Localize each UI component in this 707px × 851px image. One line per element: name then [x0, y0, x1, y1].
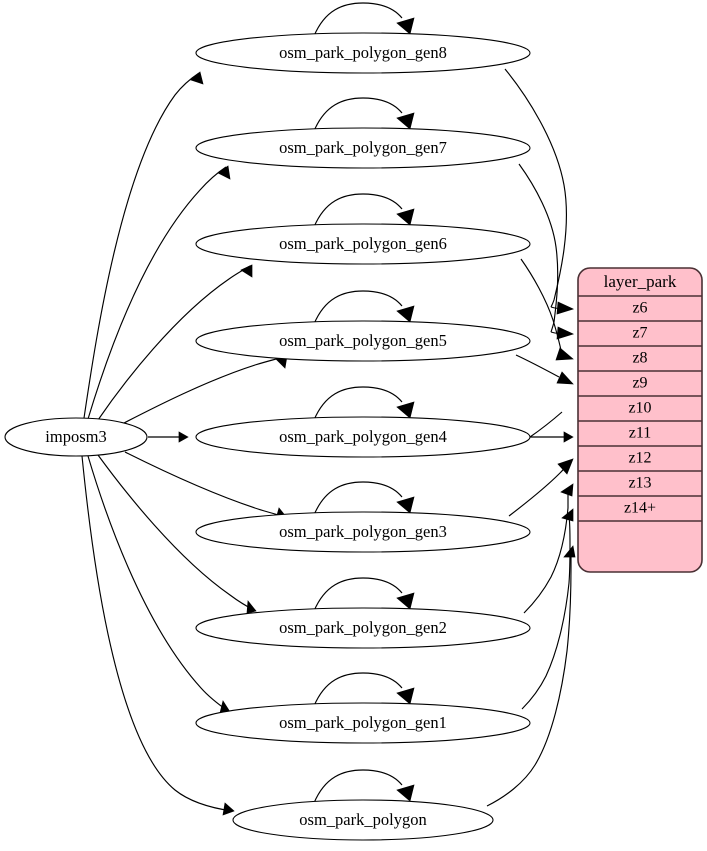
layer-park-row-z10[interactable]: z10	[628, 400, 651, 417]
edge-imposm3-to-osm_park_polygon	[81, 455, 235, 816]
layer-park-row-z14plus[interactable]: z14+	[624, 500, 656, 517]
layer-park-row-z13[interactable]: z13	[628, 475, 651, 492]
edge-imposm3-to-gen8	[83, 71, 204, 419]
node-osm_park_polygon_gen2[interactable]: osm_park_polygon_gen2	[195, 607, 531, 649]
edges-to-layer-park	[486, 68, 576, 807]
edge-gen3-to-z11	[508, 458, 574, 517]
node-osm_park_polygon_gen6-label: osm_park_polygon_gen6	[279, 234, 447, 253]
self-loop-gen4	[313, 386, 415, 421]
layer-park-row-z11[interactable]: z11	[629, 425, 652, 442]
node-osm_park_polygon_gen2-label: osm_park_polygon_gen2	[279, 618, 447, 637]
edge-gen8-to-z6	[504, 68, 574, 315]
node-osm_park_polygon_gen6[interactable]: osm_park_polygon_gen6	[195, 223, 531, 265]
edge-imposm3-to-gen4	[148, 431, 189, 443]
edge-gen2-to-z12	[523, 483, 574, 614]
layer-park-table[interactable]: layer_park z6 z7 z8 z9 z10 z11 z12 z13 z…	[577, 267, 703, 573]
edge-imposm3-to-gen3	[124, 451, 288, 520]
self-loops	[313, 2, 415, 804]
self-loop-osm_park_polygon	[313, 769, 415, 804]
self-loop-gen2	[313, 577, 415, 612]
node-osm_park_polygon_gen1-label: osm_park_polygon_gen1	[279, 713, 447, 732]
self-loop-gen7	[313, 97, 415, 132]
layer-park-row-z12[interactable]: z12	[628, 450, 651, 467]
node-osm_park_polygon_gen1[interactable]: osm_park_polygon_gen1	[195, 702, 531, 744]
node-osm_park_polygon_gen5[interactable]: osm_park_polygon_gen5	[195, 320, 531, 362]
node-osm_park_polygon_gen4-label: osm_park_polygon_gen4	[279, 427, 447, 446]
node-osm_park_polygon_gen4[interactable]: osm_park_polygon_gen4	[195, 416, 531, 458]
edge-gen4-to-z10	[529, 411, 574, 443]
edge-gen7-to-z7	[518, 163, 574, 340]
edge-gen5-to-z9	[515, 354, 574, 385]
node-osm_park_polygon-label: osm_park_polygon	[299, 810, 426, 829]
edge-osm_park_polygon-to-z14plus	[486, 545, 576, 807]
node-imposm3-label: imposm3	[45, 427, 106, 446]
node-osm_park_polygon_gen3[interactable]: osm_park_polygon_gen3	[195, 511, 531, 553]
self-loop-gen8	[313, 2, 415, 37]
edge-gen6-to-z8	[520, 258, 574, 361]
edge-imposm3-to-gen5	[123, 355, 288, 424]
node-osm_park_polygon_gen8[interactable]: osm_park_polygon_gen8	[195, 32, 531, 74]
layer-park-row-z9[interactable]: z9	[632, 375, 647, 392]
self-loop-gen3	[313, 481, 415, 516]
layer-park-row-z6[interactable]: z6	[632, 300, 647, 317]
node-osm_park_polygon_gen8-label: osm_park_polygon_gen8	[279, 43, 447, 62]
self-loop-gen6	[313, 193, 415, 228]
edge-gen1-to-z13	[521, 508, 574, 710]
graph-nodes: imposm3 osm_park_polygon_gen8 osm_park_p…	[4, 32, 531, 841]
layer-park-row-z7[interactable]: z7	[632, 325, 647, 342]
node-osm_park_polygon[interactable]: osm_park_polygon	[232, 799, 494, 841]
node-osm_park_polygon_gen7-label: osm_park_polygon_gen7	[279, 138, 447, 157]
node-imposm3[interactable]: imposm3	[4, 417, 148, 457]
self-loop-gen5	[313, 290, 415, 325]
layer-park-header: layer_park	[604, 272, 677, 291]
node-osm_park_polygon_gen3-label: osm_park_polygon_gen3	[279, 522, 447, 541]
self-loop-gen1	[313, 672, 415, 707]
node-osm_park_polygon_gen7[interactable]: osm_park_polygon_gen7	[195, 127, 531, 169]
edge-imposm3-to-gen7	[87, 165, 231, 420]
layer-park-row-z8[interactable]: z8	[632, 350, 647, 367]
edge-imposm3-to-gen1	[87, 455, 231, 714]
node-osm_park_polygon_gen5-label: osm_park_polygon_gen5	[279, 331, 447, 350]
edge-imposm3-to-gen6	[97, 264, 253, 421]
edge-imposm3-to-gen2	[97, 454, 257, 614]
